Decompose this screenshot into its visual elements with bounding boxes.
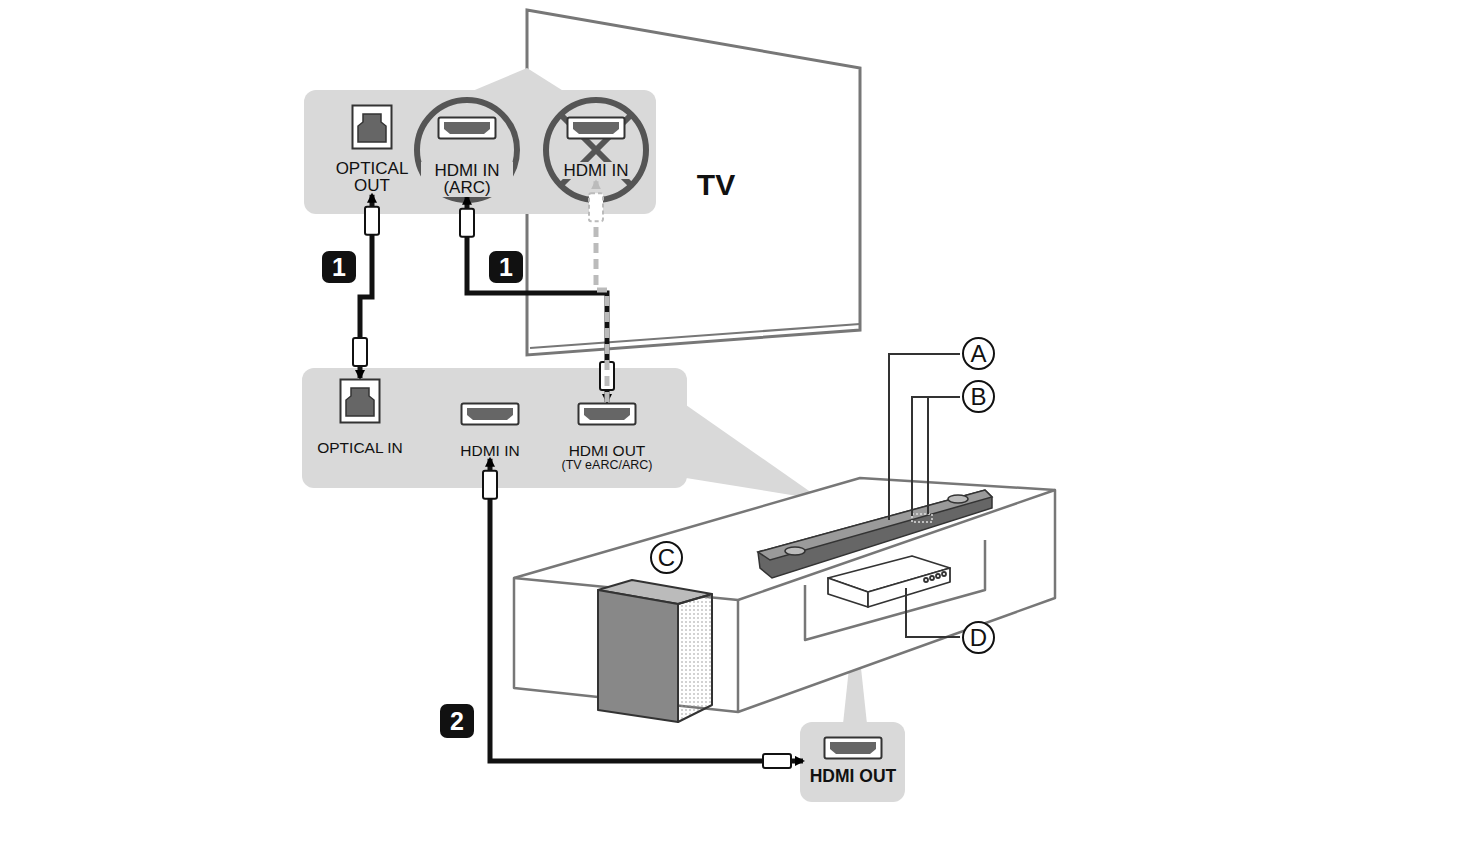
callout-number: 1 [322, 251, 356, 283]
title-text: TV [697, 170, 735, 201]
optical-port-icon [339, 378, 381, 424]
cable-plug [763, 754, 791, 768]
part-letter: D [962, 621, 995, 654]
part-letter: A [962, 337, 995, 370]
port: HDMI IN [550, 116, 642, 179]
tv-port-panel [304, 90, 656, 214]
port-label: HDMI IN (ARC) [421, 162, 513, 197]
cable-plug [460, 209, 474, 237]
port: HDMI OUT(TV eARC/ARC) [552, 402, 662, 472]
port: OPTICAL IN [315, 378, 405, 456]
device-title: TV [676, 170, 756, 201]
port-label: OPTICAL OUT [326, 160, 418, 195]
hdmi-port-icon [566, 116, 626, 140]
port: HDMI IN [448, 402, 532, 459]
tv-stand [514, 478, 1055, 712]
panel-pointer [470, 68, 565, 92]
cable-plug [365, 207, 379, 235]
port-label: (TV eARC/ARC) [562, 459, 653, 472]
subwoofer [598, 580, 712, 722]
cable-plug [483, 471, 497, 499]
cable-plug [589, 193, 603, 221]
cable [490, 459, 803, 761]
optical-port-icon [351, 104, 393, 150]
hdmi-port-icon [437, 116, 497, 140]
part-letter: C [650, 541, 683, 574]
port: HDMI IN (ARC) [421, 116, 513, 197]
port-label: HDMI OUT [569, 443, 646, 459]
part-letter: B [962, 380, 995, 413]
callout-number: 2 [440, 704, 474, 738]
port-label: HDMI IN [460, 443, 519, 459]
ok-ring [417, 100, 517, 200]
hdmi-port-icon [577, 402, 637, 426]
callout-number: 1 [489, 251, 523, 283]
hdmi-port-icon [460, 402, 520, 426]
port-label: OPTICAL IN [317, 440, 403, 456]
hdmi-port-icon [823, 736, 883, 760]
port: HDMI OUT [803, 736, 903, 786]
panel-pointer [686, 405, 822, 500]
port-label: HDMI IN [561, 162, 630, 179]
source-device [828, 556, 950, 607]
cable [467, 197, 607, 402]
port-label: HDMI OUT [810, 768, 897, 786]
cable-plug [353, 338, 367, 366]
leader-line [889, 354, 960, 637]
port: OPTICAL OUT [326, 104, 418, 195]
device-port-panel [800, 722, 905, 802]
